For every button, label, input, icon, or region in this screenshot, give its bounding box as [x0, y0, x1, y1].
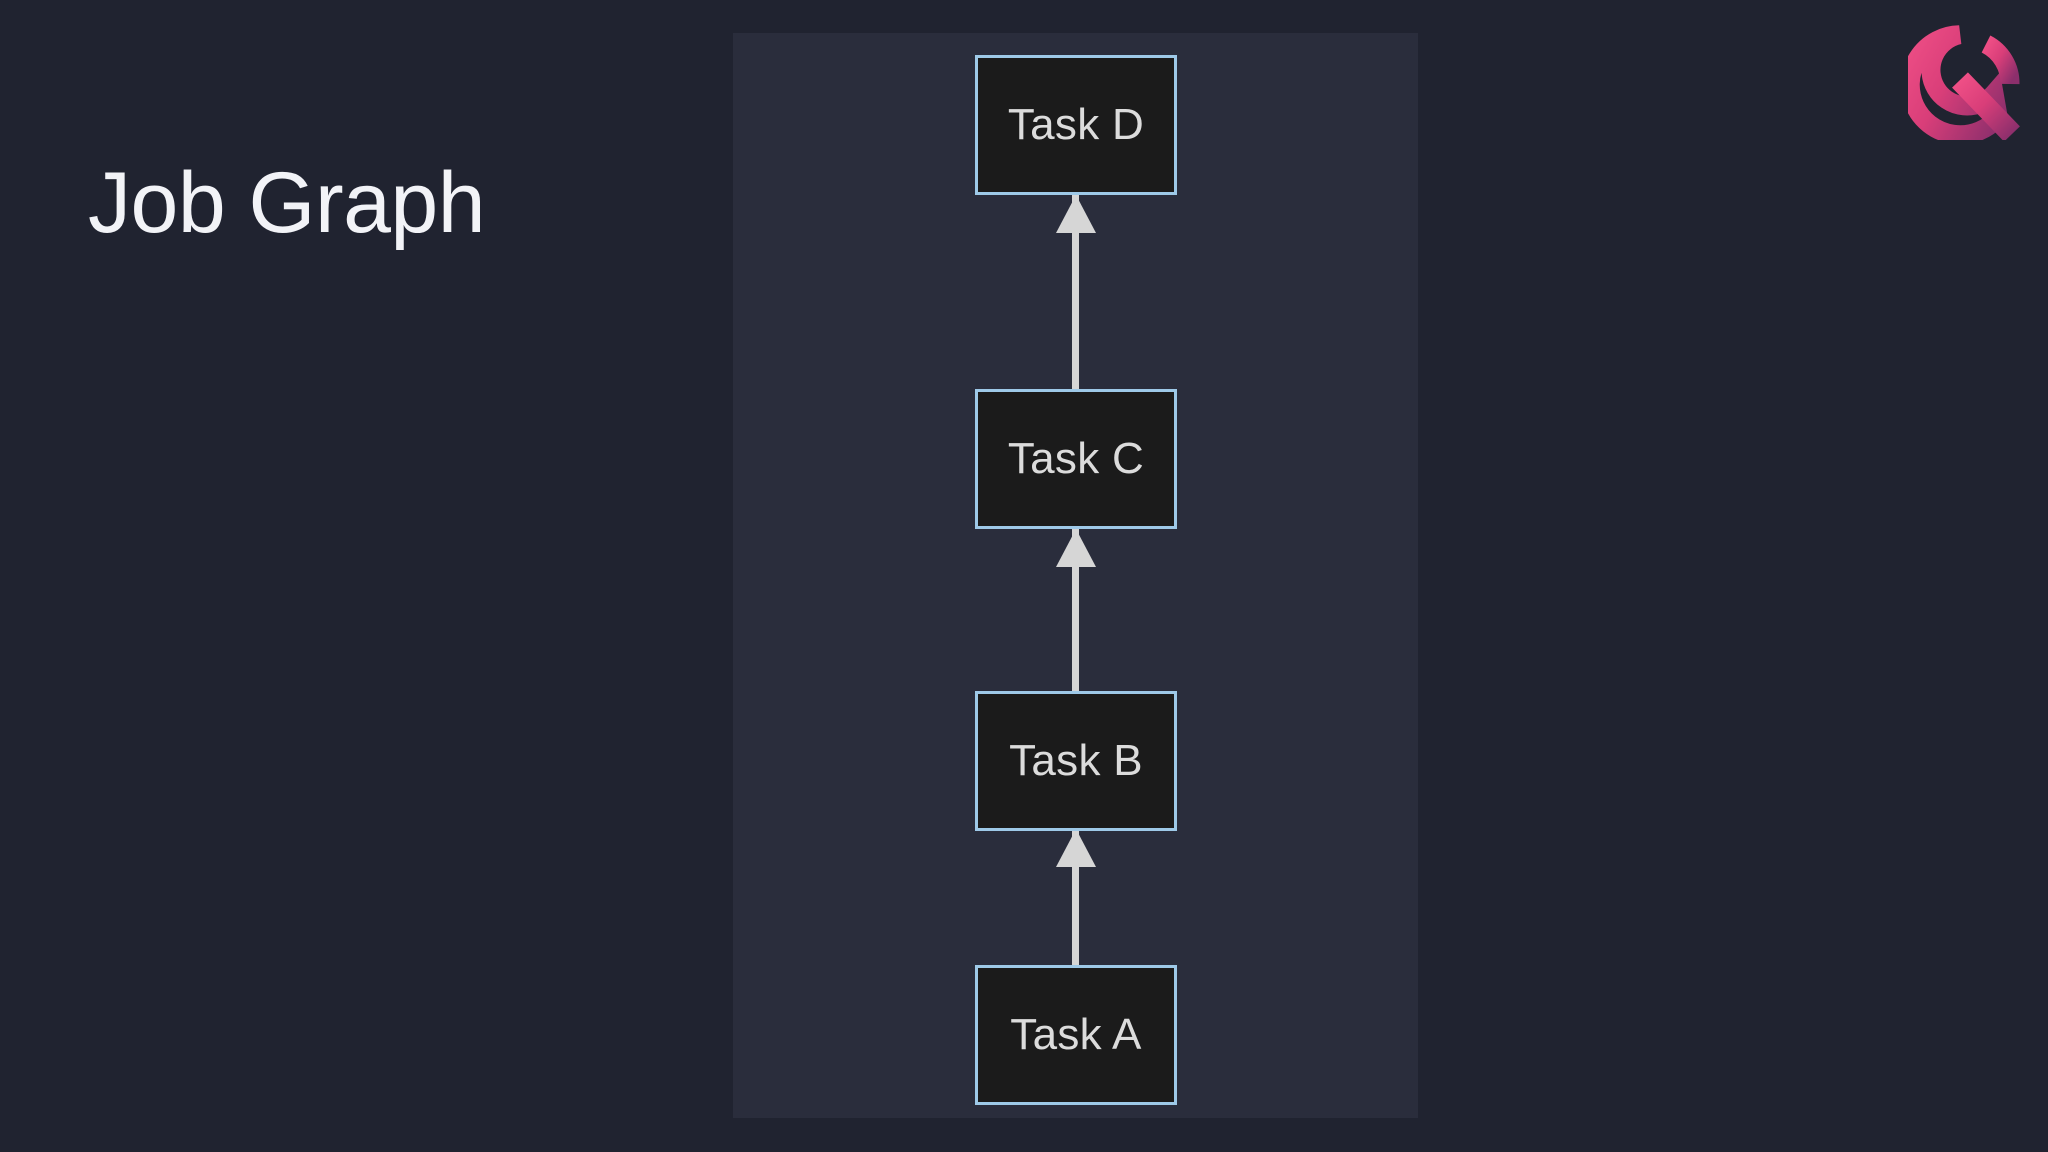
arrow-head-icon — [1056, 829, 1096, 867]
quix-q-logo — [1900, 22, 2028, 145]
task-node-b[interactable]: Task B — [975, 691, 1177, 831]
job-graph-panel: Task A Task B Task C Task D — [733, 33, 1418, 1118]
edge-shaft — [1072, 529, 1079, 691]
edge-shaft — [1072, 829, 1079, 965]
edge-shaft — [1072, 195, 1079, 389]
task-node-label: Task A — [1010, 1010, 1142, 1059]
task-node-label: Task D — [1007, 100, 1145, 149]
arrow-head-icon — [1056, 195, 1096, 233]
task-node-label: Task C — [1007, 434, 1145, 483]
page-title: Job Graph — [88, 155, 486, 251]
task-node-a[interactable]: Task A — [975, 965, 1177, 1105]
task-node-c[interactable]: Task C — [975, 389, 1177, 529]
task-node-d[interactable]: Task D — [975, 55, 1177, 195]
task-node-label: Task B — [1009, 736, 1143, 785]
arrow-head-icon — [1056, 529, 1096, 567]
